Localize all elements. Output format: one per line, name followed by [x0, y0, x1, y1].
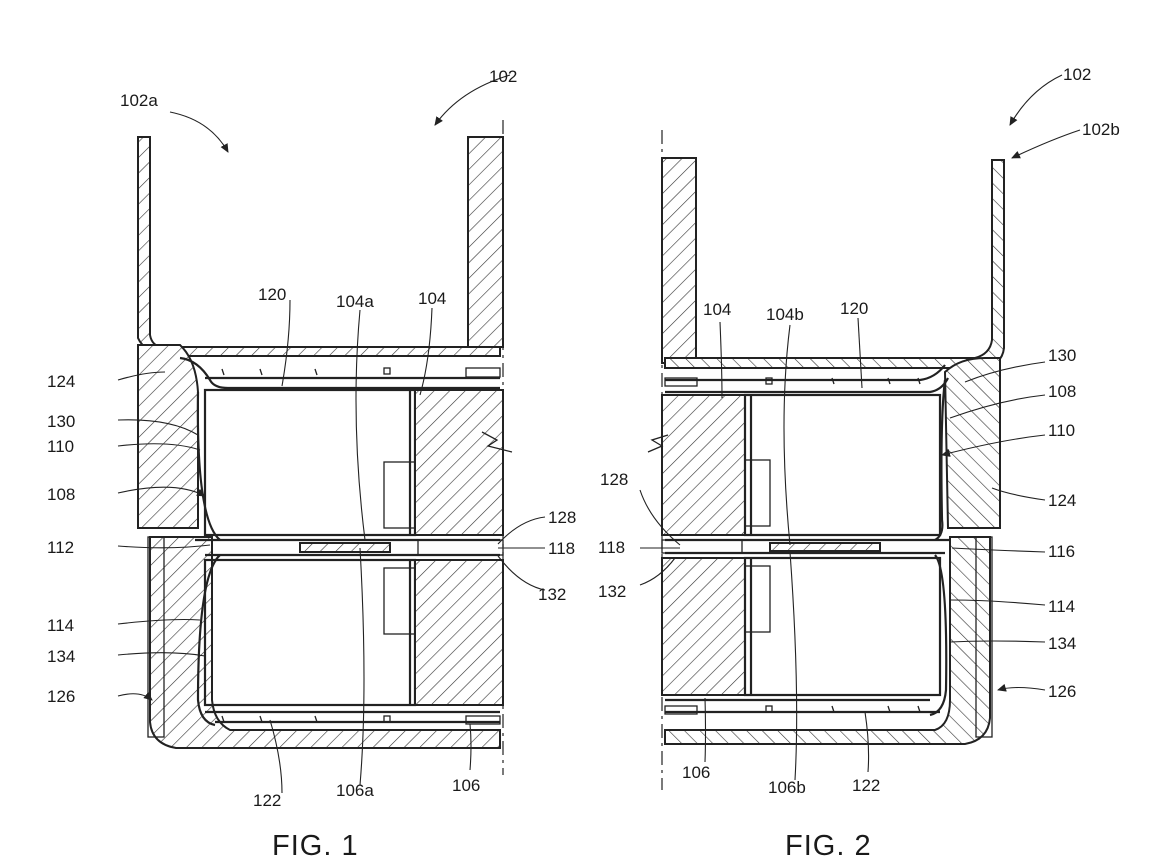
label-116: 116 [1048, 542, 1075, 561]
label-114: 114 [1048, 597, 1075, 616]
label-120: 120 [840, 299, 868, 318]
label-102: 102 [489, 67, 517, 86]
cup-wall [665, 160, 1004, 368]
figure-1: 102 102a 120 104a 104 124 130 110 108 11… [47, 67, 576, 862]
plate-120 [180, 358, 500, 388]
label-124: 124 [1048, 491, 1076, 510]
label-114: 114 [47, 616, 74, 635]
label-102: 102 [1063, 65, 1091, 84]
sleeve-124 [138, 345, 198, 528]
label-122: 122 [253, 791, 281, 810]
label-124: 124 [47, 372, 75, 391]
label-130: 130 [1048, 346, 1076, 365]
label-118: 118 [548, 539, 575, 558]
cell-upper [745, 395, 940, 535]
label-128: 128 [600, 470, 628, 489]
label-102b: 102b [1082, 120, 1120, 139]
label-122: 122 [852, 776, 880, 795]
label-104a: 104a [336, 292, 374, 311]
cup-block-upper [662, 158, 696, 363]
label-134: 134 [47, 647, 75, 666]
block-106 [662, 558, 745, 695]
label-104: 104 [418, 289, 446, 308]
cup-block-upper [468, 137, 503, 347]
cell-lower [745, 558, 940, 695]
block-104 [662, 395, 745, 535]
label-126: 126 [47, 687, 75, 706]
caption-fig-2: FIG. 2 [785, 830, 872, 862]
label-106b: 106b [768, 778, 806, 797]
caption-fig-1: FIG. 1 [272, 830, 359, 862]
label-106a: 106a [336, 781, 374, 800]
label-134: 134 [1048, 634, 1076, 653]
label-112: 112 [47, 538, 74, 557]
label-132: 132 [598, 582, 626, 601]
label-102a: 102a [120, 91, 158, 110]
block-104 [415, 390, 503, 535]
label-120: 120 [258, 285, 286, 304]
label-118: 118 [598, 538, 625, 557]
label-106: 106 [682, 763, 710, 782]
label-128: 128 [548, 508, 576, 527]
label-132: 132 [538, 585, 566, 604]
label-104b: 104b [766, 305, 804, 324]
label-110: 110 [1048, 421, 1075, 440]
label-108: 108 [1048, 382, 1076, 401]
cup-wall [138, 137, 500, 356]
label-126: 126 [1048, 682, 1076, 701]
label-106: 106 [452, 776, 480, 795]
label-130: 130 [47, 412, 75, 431]
label-104: 104 [703, 300, 731, 319]
label-108: 108 [47, 485, 75, 504]
figure-2: 102 102b 104 104b 120 130 108 110 124 12… [598, 65, 1120, 862]
label-110: 110 [47, 437, 74, 456]
block-106 [415, 560, 503, 705]
